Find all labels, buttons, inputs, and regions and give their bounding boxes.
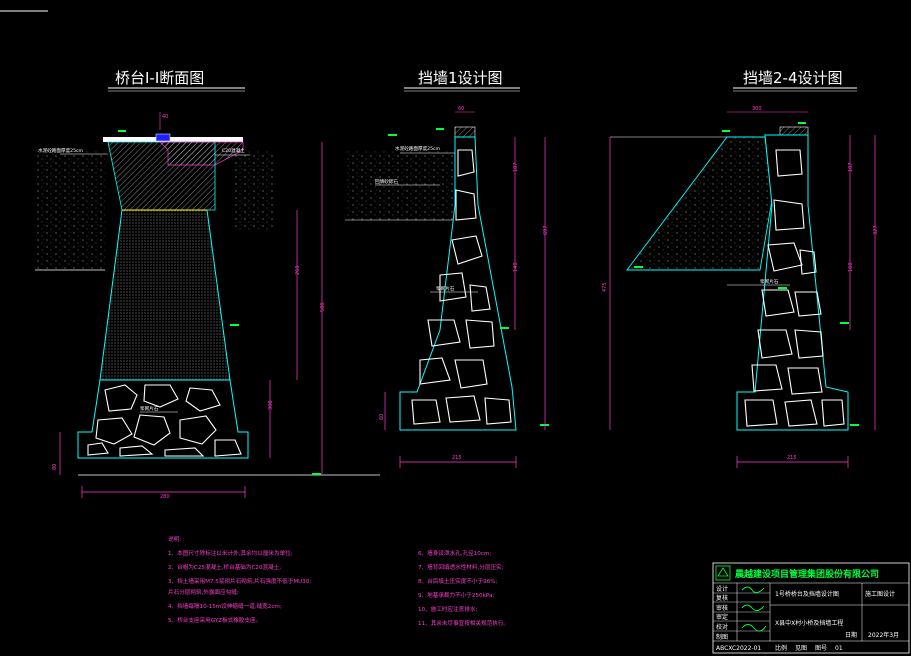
tb-stage: 施工图设计 (865, 590, 895, 598)
abutment-section: 280 580 260 300 80 40 水泥砼路面厚度25cm C20混凝土… (35, 112, 380, 500)
abutment-foundation (77, 379, 249, 459)
dim-wall24-height: 327 (873, 225, 879, 235)
wall24-cap (779, 126, 809, 136)
wall1-title: 挡墙1设计图 (418, 69, 503, 87)
wall1-stones (411, 149, 512, 425)
abutment-body (99, 209, 231, 381)
dim-wall1-step: 60 (379, 414, 385, 420)
dim-abutment-width: 280 (160, 494, 170, 500)
dim-abutment-step: 80 (52, 464, 58, 470)
signature-3 (741, 624, 767, 632)
note-left-1: 1、本图尺寸除标注以米计外,其余均以厘米为单位; (168, 549, 293, 557)
tb-scale-label: 比例 (775, 644, 787, 652)
dim-abutment-top: 40 (162, 114, 168, 120)
dim-wall24-mid: 160 (848, 262, 854, 272)
dim-abutment-height: 580 (320, 302, 326, 312)
tb-row-approve: 审定 (716, 613, 728, 621)
tb-row-review: 审核 (716, 604, 728, 612)
wall1-cap (454, 126, 476, 138)
dim-abutment-body: 260 (295, 265, 301, 275)
tb-row-draw: 制图 (716, 633, 728, 641)
foundation-stones (87, 384, 242, 457)
dim-wall1-height: 697 (543, 225, 549, 235)
note-right-2: 7、墙背回填透水性材料,分层压实; (418, 563, 504, 571)
anno-road: 水泥砼路面厚度25cm (38, 147, 84, 154)
tb-scale: 见图 (795, 645, 807, 652)
tb-row-design: 设计 (716, 585, 728, 593)
back-wall (159, 141, 244, 166)
note-right-6: 11、其余未尽事宜按相关规范执行。 (418, 619, 509, 627)
note-right-5: 10、施工时应注意排水; (418, 605, 477, 613)
wall1-section: 215 60 697 107 140 60 水泥砼路面厚度25cm 回填砂砾石 … (345, 106, 549, 468)
note-left-3b: 片石分层砌筑,外露面应勾缝; (168, 588, 239, 596)
dim-wall1-mid: 140 (513, 262, 519, 272)
note-right-1: 6、墙身设泄水孔,孔径10cm; (418, 549, 491, 557)
tb-footer-code: ABCXC2022-01 (716, 645, 761, 652)
note-right-3: 8、台后填土压实度不小于96%; (418, 577, 498, 585)
dim-wall1-width: 215 (452, 455, 462, 461)
dim-abutment-lower: 300 (268, 400, 274, 410)
notes-heading: 说明: (168, 535, 181, 543)
signature-2 (741, 604, 765, 611)
note-right-4: 9、地基承载力不小于250kPa; (418, 591, 494, 599)
soil-fill-right (235, 150, 275, 230)
wall24-section: 215 300 327 107 160 475 浆砌片石 (602, 106, 879, 468)
tb-drawing-title: 1号桥桥台及挡墙设计图 (775, 590, 839, 598)
note-left-3: 3、挡土墙采用M7.5浆砌片石砌筑,片石强度不低于MU30; (168, 577, 311, 585)
wall24-backfill-wedge (626, 136, 773, 271)
tb-drawing-no-label: 图号 (815, 645, 827, 652)
deck-slab (103, 137, 243, 142)
note-left-2: 2、台帽为C25混凝土,桥台基础为C20混凝土; (168, 563, 281, 571)
anno-wall1-rubble: 浆砌片石 (436, 285, 455, 292)
title-block: 晨越建设项目管理集团股份有限公司 设计 复核 审核 审定 校对 制图 1号桥桥台… (712, 562, 910, 654)
dim-wall24-top: 300 (752, 106, 762, 112)
soil-fill-left (35, 150, 105, 270)
notes-block: 说明: 1、本图尺寸除标注以米计外,其余均以厘米为单位; 2、台帽为C25混凝土… (168, 535, 509, 627)
anno-wall1-road: 水泥砼路面厚度25cm (395, 145, 441, 152)
note-left-4: 4、挡墙每隔10-15m设伸缩缝一道,缝宽2cm; (168, 602, 282, 610)
dim-wall1-upper: 107 (513, 162, 519, 172)
note-left-5: 5、桥台支座采用GYZ板式橡胶支座。 (168, 616, 261, 624)
wall1-body (399, 136, 517, 431)
wall24-stones (744, 149, 845, 427)
anno-wall24-rubble: 浆砌片石 (760, 278, 779, 285)
company-logo (715, 565, 731, 581)
wall24-title: 挡墙2-4设计图 (743, 69, 843, 87)
dim-wall24-width: 215 (787, 455, 797, 461)
dim-wall24-left: 475 (602, 282, 608, 292)
anno-rubble: 浆砌片石 (140, 405, 159, 412)
tb-row-proof: 校对 (716, 623, 728, 631)
anno-concrete: C20混凝土 (222, 147, 245, 154)
anno-wall1-backfill: 回填砂砾石 (375, 178, 398, 185)
company-name: 晨越建设项目管理集团股份有限公司 (735, 568, 879, 580)
tb-date-label: 日期 (845, 631, 857, 639)
abutment-section-title: 桥台Ⅰ-Ⅰ断面图 (115, 69, 204, 87)
dim-wall1-top: 60 (458, 106, 464, 112)
tb-date: 2022年3月 (868, 631, 899, 639)
signature-1 (741, 586, 765, 593)
bearing (155, 133, 171, 142)
tb-drawing-no: 01 (835, 645, 843, 652)
dim-wall24-upper: 107 (848, 162, 854, 172)
tb-project-title: X县中X村小桥及挡墙工程 (775, 619, 843, 627)
tb-row-check: 复核 (716, 594, 728, 602)
